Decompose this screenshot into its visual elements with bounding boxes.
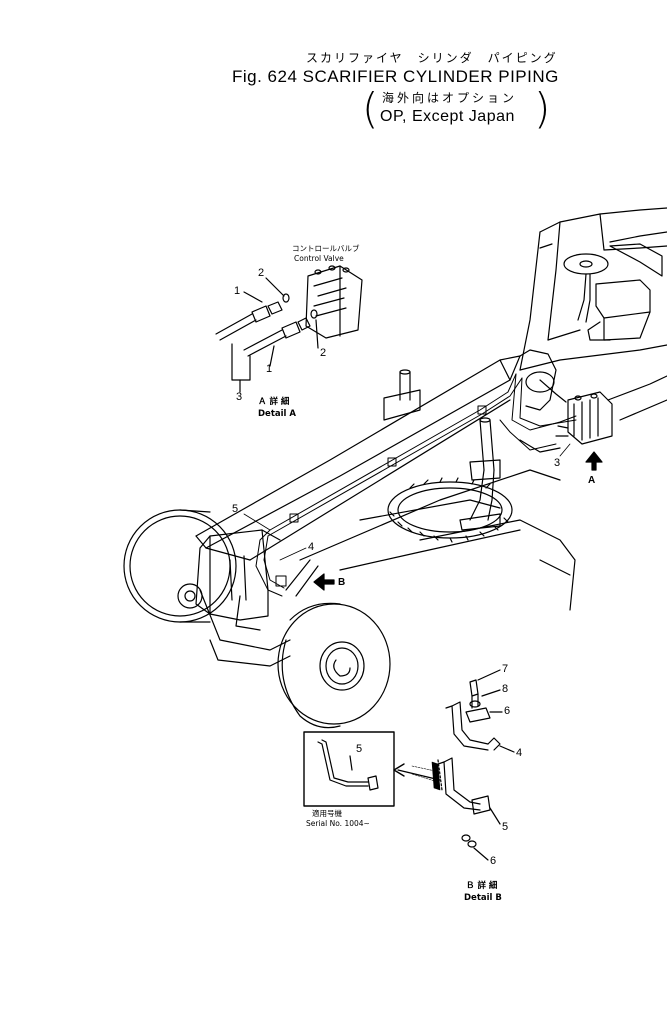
detail-b-label: Detail B [464, 893, 502, 903]
callout-3-main: 3 [554, 457, 561, 469]
callout-7: 7 [502, 663, 509, 675]
serial-number-label: Serial No. 1004~ [306, 819, 370, 828]
arrow-b [313, 573, 335, 591]
callout-4-main: 4 [308, 541, 315, 553]
detail-a-label-jp: Ａ 詳 細 [258, 397, 290, 407]
serial-label-jp: 適用号機 [312, 809, 342, 818]
callout-1-upper: 1 [234, 285, 241, 297]
callout-2-lower: 2 [320, 347, 327, 359]
arrow-a [585, 451, 603, 471]
detail-a-label: Detail A [258, 409, 296, 419]
scarifier-hoses [255, 373, 577, 597]
detail-b-clamp [431, 669, 515, 861]
callout-3-detail-a: 3 [236, 391, 243, 403]
operator-cab [519, 207, 667, 421]
callout-1-lower: 1 [266, 363, 273, 375]
serial-detail-box [303, 731, 441, 807]
callout-5-main: 5 [232, 503, 239, 515]
arrow-b-label: B [338, 577, 346, 588]
callout-6-upper: 6 [504, 705, 511, 717]
grader-frame [195, 349, 576, 667]
detail-a-valve [305, 265, 363, 339]
front-wheel-right [277, 602, 391, 729]
left-parenthesis: ( [362, 84, 379, 133]
callout-4-detail-b: 4 [516, 747, 523, 759]
control-valve-main [519, 379, 613, 453]
title-japanese: スカリファイヤ シリンダ パイピング [306, 51, 558, 65]
subtitle-japanese: 海外向はオプション [382, 91, 518, 105]
callout-8: 8 [502, 683, 509, 695]
callout-6-lower: 6 [490, 855, 497, 867]
detail-a-fittings [215, 277, 319, 393]
right-parenthesis: ) [534, 84, 551, 133]
callout-5-serial: 5 [356, 743, 363, 755]
figure-title: Fig. 624 SCARIFIER CYLINDER PIPING [232, 67, 559, 86]
control-valve-label-jp: コントロールバルブ [292, 244, 360, 253]
callout-2-upper: 2 [258, 267, 265, 279]
subtitle-option: OP, Except Japan [380, 108, 515, 125]
front-wheel-left [123, 509, 237, 623]
detail-b-label-jp: Ｂ 詳 細 [466, 881, 498, 891]
control-valve-label: Control Valve [294, 254, 344, 263]
arrow-a-label: A [588, 475, 596, 486]
callout-5-detail-b: 5 [502, 821, 509, 833]
